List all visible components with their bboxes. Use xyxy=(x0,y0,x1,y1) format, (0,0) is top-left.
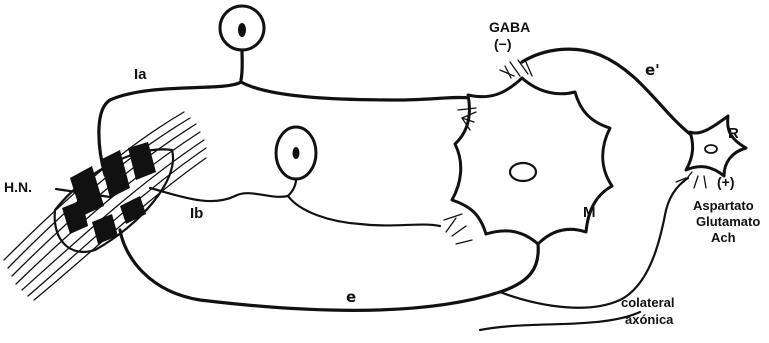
motor-neuron-m xyxy=(120,78,612,310)
label-gaba-sign: (−) xyxy=(494,36,512,52)
label-axonica: axónica xyxy=(625,312,674,327)
label-ach: Ach xyxy=(711,230,736,245)
label-ia: Ia xyxy=(134,66,147,83)
label-m: M xyxy=(583,204,596,221)
label-e-prime: e' xyxy=(645,61,660,79)
ib-nucleus xyxy=(293,147,300,159)
label-gaba: GABA xyxy=(489,19,530,35)
ia-nucleus xyxy=(238,23,246,37)
label-e: e xyxy=(346,288,356,306)
label-glutamato: Glutamato xyxy=(696,214,760,229)
label-ib: Ib xyxy=(190,205,203,222)
label-r: R xyxy=(728,125,739,142)
label-plus: (+) xyxy=(717,174,735,190)
label-colateral: colateral xyxy=(621,295,674,310)
axon-collateral-loop xyxy=(480,312,640,330)
label-hn: H.N. xyxy=(4,179,32,195)
muscle-fiber-bundle xyxy=(4,112,206,300)
label-aspartato: Aspartato xyxy=(693,198,754,213)
